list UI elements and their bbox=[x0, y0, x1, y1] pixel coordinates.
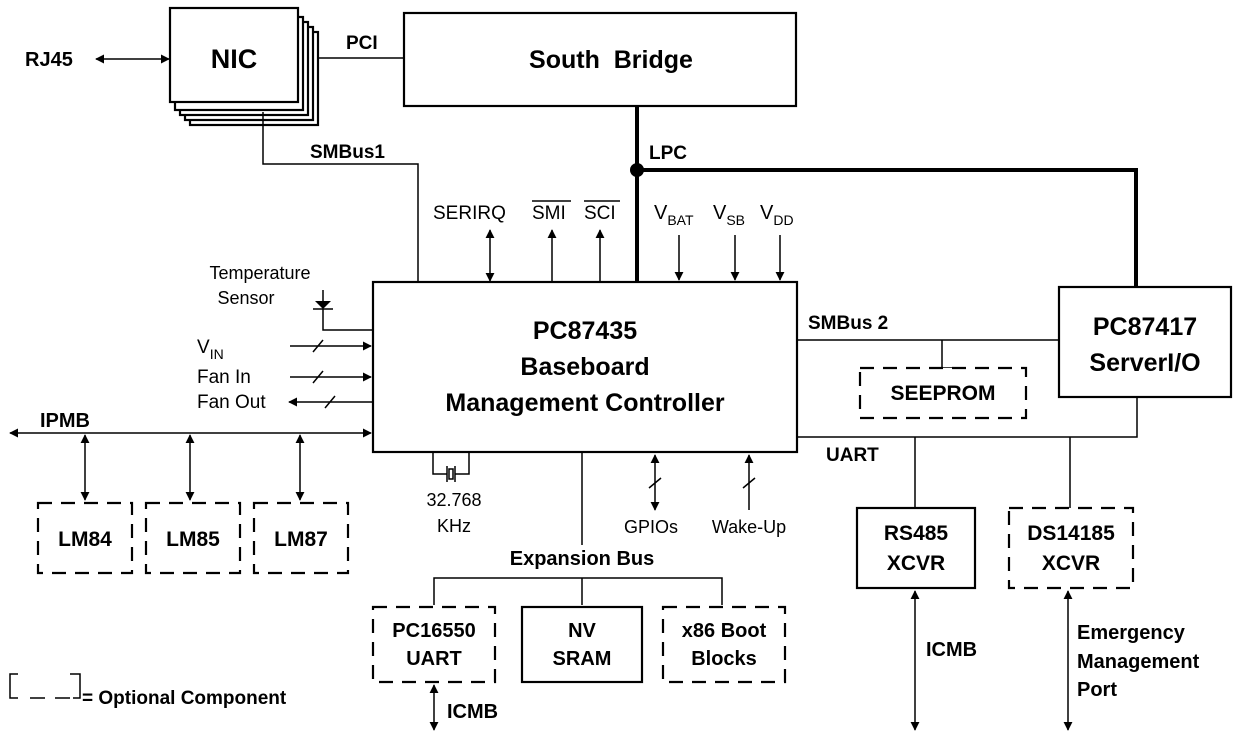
ds14185-label-1: DS14185 bbox=[1027, 522, 1115, 545]
ds14185-label-2: XCVR bbox=[1042, 552, 1100, 575]
smbus1-label: SMBus1 bbox=[310, 142, 385, 163]
crystal-icon bbox=[432, 452, 470, 482]
lm87-label: LM87 bbox=[274, 528, 328, 551]
pc16550-label-2: UART bbox=[406, 648, 462, 670]
lm84-label: LM84 bbox=[58, 528, 112, 551]
crystal-label-2: KHz bbox=[437, 516, 471, 536]
smi-label: SMI bbox=[532, 203, 566, 224]
serverio-label-1: PC87417 bbox=[1093, 313, 1197, 341]
bmc-label-3: Management Controller bbox=[445, 389, 724, 417]
lm87-block bbox=[252, 501, 350, 575]
nic-label: NIC bbox=[211, 44, 258, 74]
lm85-label: LM85 bbox=[166, 528, 220, 551]
rs485-label-1: RS485 bbox=[884, 522, 949, 545]
expansion-bus-line bbox=[433, 577, 723, 605]
temp-sensor-label-2: Sensor bbox=[217, 288, 274, 308]
serverio-label-2: ServerI/O bbox=[1089, 349, 1200, 377]
smbus1-line bbox=[262, 112, 419, 282]
emergency-label-3: Port bbox=[1077, 679, 1117, 701]
serverio-block bbox=[1057, 285, 1233, 399]
legend-dashed-bracket-icon bbox=[9, 673, 81, 699]
fan-out-bus-slash bbox=[324, 395, 336, 409]
rs485-label-2: XCVR bbox=[887, 552, 945, 575]
seeprom-block bbox=[858, 366, 1028, 420]
wakeup-label: Wake-Up bbox=[712, 517, 786, 537]
south-bridge-label: South Bridge bbox=[529, 46, 693, 74]
pc16550-block bbox=[371, 605, 497, 684]
boot-blocks-block bbox=[661, 605, 787, 684]
vsb-label: VSB bbox=[713, 202, 745, 228]
uart-label: UART bbox=[826, 445, 879, 466]
gpios-bus-slash bbox=[648, 477, 662, 489]
bmc-label-1: PC87435 bbox=[533, 317, 637, 345]
smbus2-label: SMBus 2 bbox=[808, 313, 888, 334]
pci-label: PCI bbox=[346, 33, 378, 54]
nic-block: NIC bbox=[168, 6, 320, 127]
emergency-label-1: Emergency bbox=[1077, 622, 1186, 644]
legend-label: = Optional Component bbox=[82, 688, 287, 709]
temperature-sensor-icon bbox=[313, 290, 373, 331]
ds14185-block bbox=[1007, 506, 1135, 590]
fan-in-label: Fan In bbox=[197, 367, 251, 388]
boot-blocks-label-2: Blocks bbox=[691, 648, 757, 670]
lm85-block bbox=[144, 501, 242, 575]
nvsram-label-1: NV bbox=[568, 620, 596, 642]
uart-icmb-label: ICMB bbox=[447, 701, 498, 723]
bmc-block bbox=[371, 280, 799, 454]
fan-in-bus-slash bbox=[312, 370, 324, 384]
vin-bus-slash bbox=[312, 339, 324, 353]
pc16550-label-1: PC16550 bbox=[392, 620, 475, 642]
temp-sensor-label-1: Temperature bbox=[209, 263, 310, 283]
rs485-icmb-label: ICMB bbox=[926, 639, 977, 661]
crystal-label-1: 32.768 bbox=[426, 490, 481, 510]
expansion-bus-label: Expansion Bus bbox=[510, 548, 654, 570]
rj45-label: RJ45 bbox=[25, 49, 73, 71]
bmc-label-2: Baseboard bbox=[520, 353, 649, 381]
nvsram-block bbox=[520, 605, 644, 684]
sci-label: SCI bbox=[584, 203, 616, 224]
fan-out-label: Fan Out bbox=[197, 392, 266, 413]
lpc-label: LPC bbox=[649, 143, 687, 164]
emergency-label-2: Management bbox=[1077, 651, 1200, 673]
nvsram-label-2: SRAM bbox=[553, 648, 612, 670]
vdd-label: VDD bbox=[760, 202, 794, 228]
vbat-label: VBAT bbox=[654, 202, 694, 228]
lpc-junction-dot bbox=[630, 163, 644, 177]
lm84-block bbox=[36, 501, 134, 575]
south-bridge-block bbox=[402, 11, 798, 108]
vin-label: VIN bbox=[197, 337, 224, 362]
ipmb-label: IPMB bbox=[40, 410, 90, 432]
boot-blocks-label-1: x86 Boot bbox=[682, 620, 767, 642]
rs485-block bbox=[855, 506, 977, 590]
wakeup-bus-slash bbox=[742, 477, 756, 489]
uart-bus bbox=[797, 397, 1138, 438]
gpios-label: GPIOs bbox=[624, 517, 678, 537]
serirq-label: SERIRQ bbox=[433, 203, 506, 224]
seeprom-label: SEEPROM bbox=[890, 382, 995, 405]
